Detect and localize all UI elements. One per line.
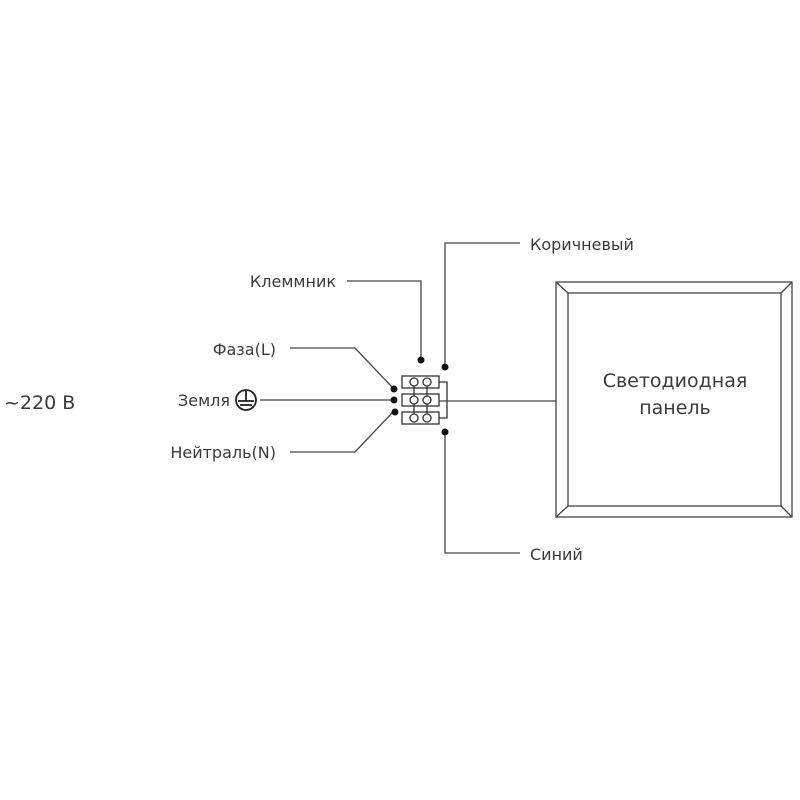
earth-label: Земля [178, 391, 230, 410]
panel-label-line1: Светодиодная [603, 370, 748, 392]
brown-wire-label: Коричневый [530, 235, 634, 254]
blue-wire-label: Синий [530, 545, 583, 564]
neutral-wire [290, 412, 393, 453]
earth-ground-icon [235, 389, 257, 411]
neutral-label: Нейтраль(N) [170, 443, 276, 462]
panel-label-line2: панель [639, 397, 711, 419]
phase-dot [390, 385, 398, 393]
supply-voltage-label: ~220 В [4, 392, 75, 414]
phase-wire [290, 347, 393, 388]
blue-leader [444, 435, 520, 554]
phase-label: Фаза(L) [213, 340, 276, 359]
terminal-block [401, 375, 448, 425]
brown-leader [444, 242, 520, 365]
terminal-block-leader [347, 280, 422, 358]
earth-dot [390, 396, 398, 404]
led-panel [555, 281, 793, 518]
neutral-dot [391, 408, 399, 416]
brown-dot [441, 363, 449, 371]
terminal-block-dot [417, 356, 425, 364]
terminal-block-label: Клеммник [250, 272, 336, 291]
blue-dot [441, 428, 449, 436]
